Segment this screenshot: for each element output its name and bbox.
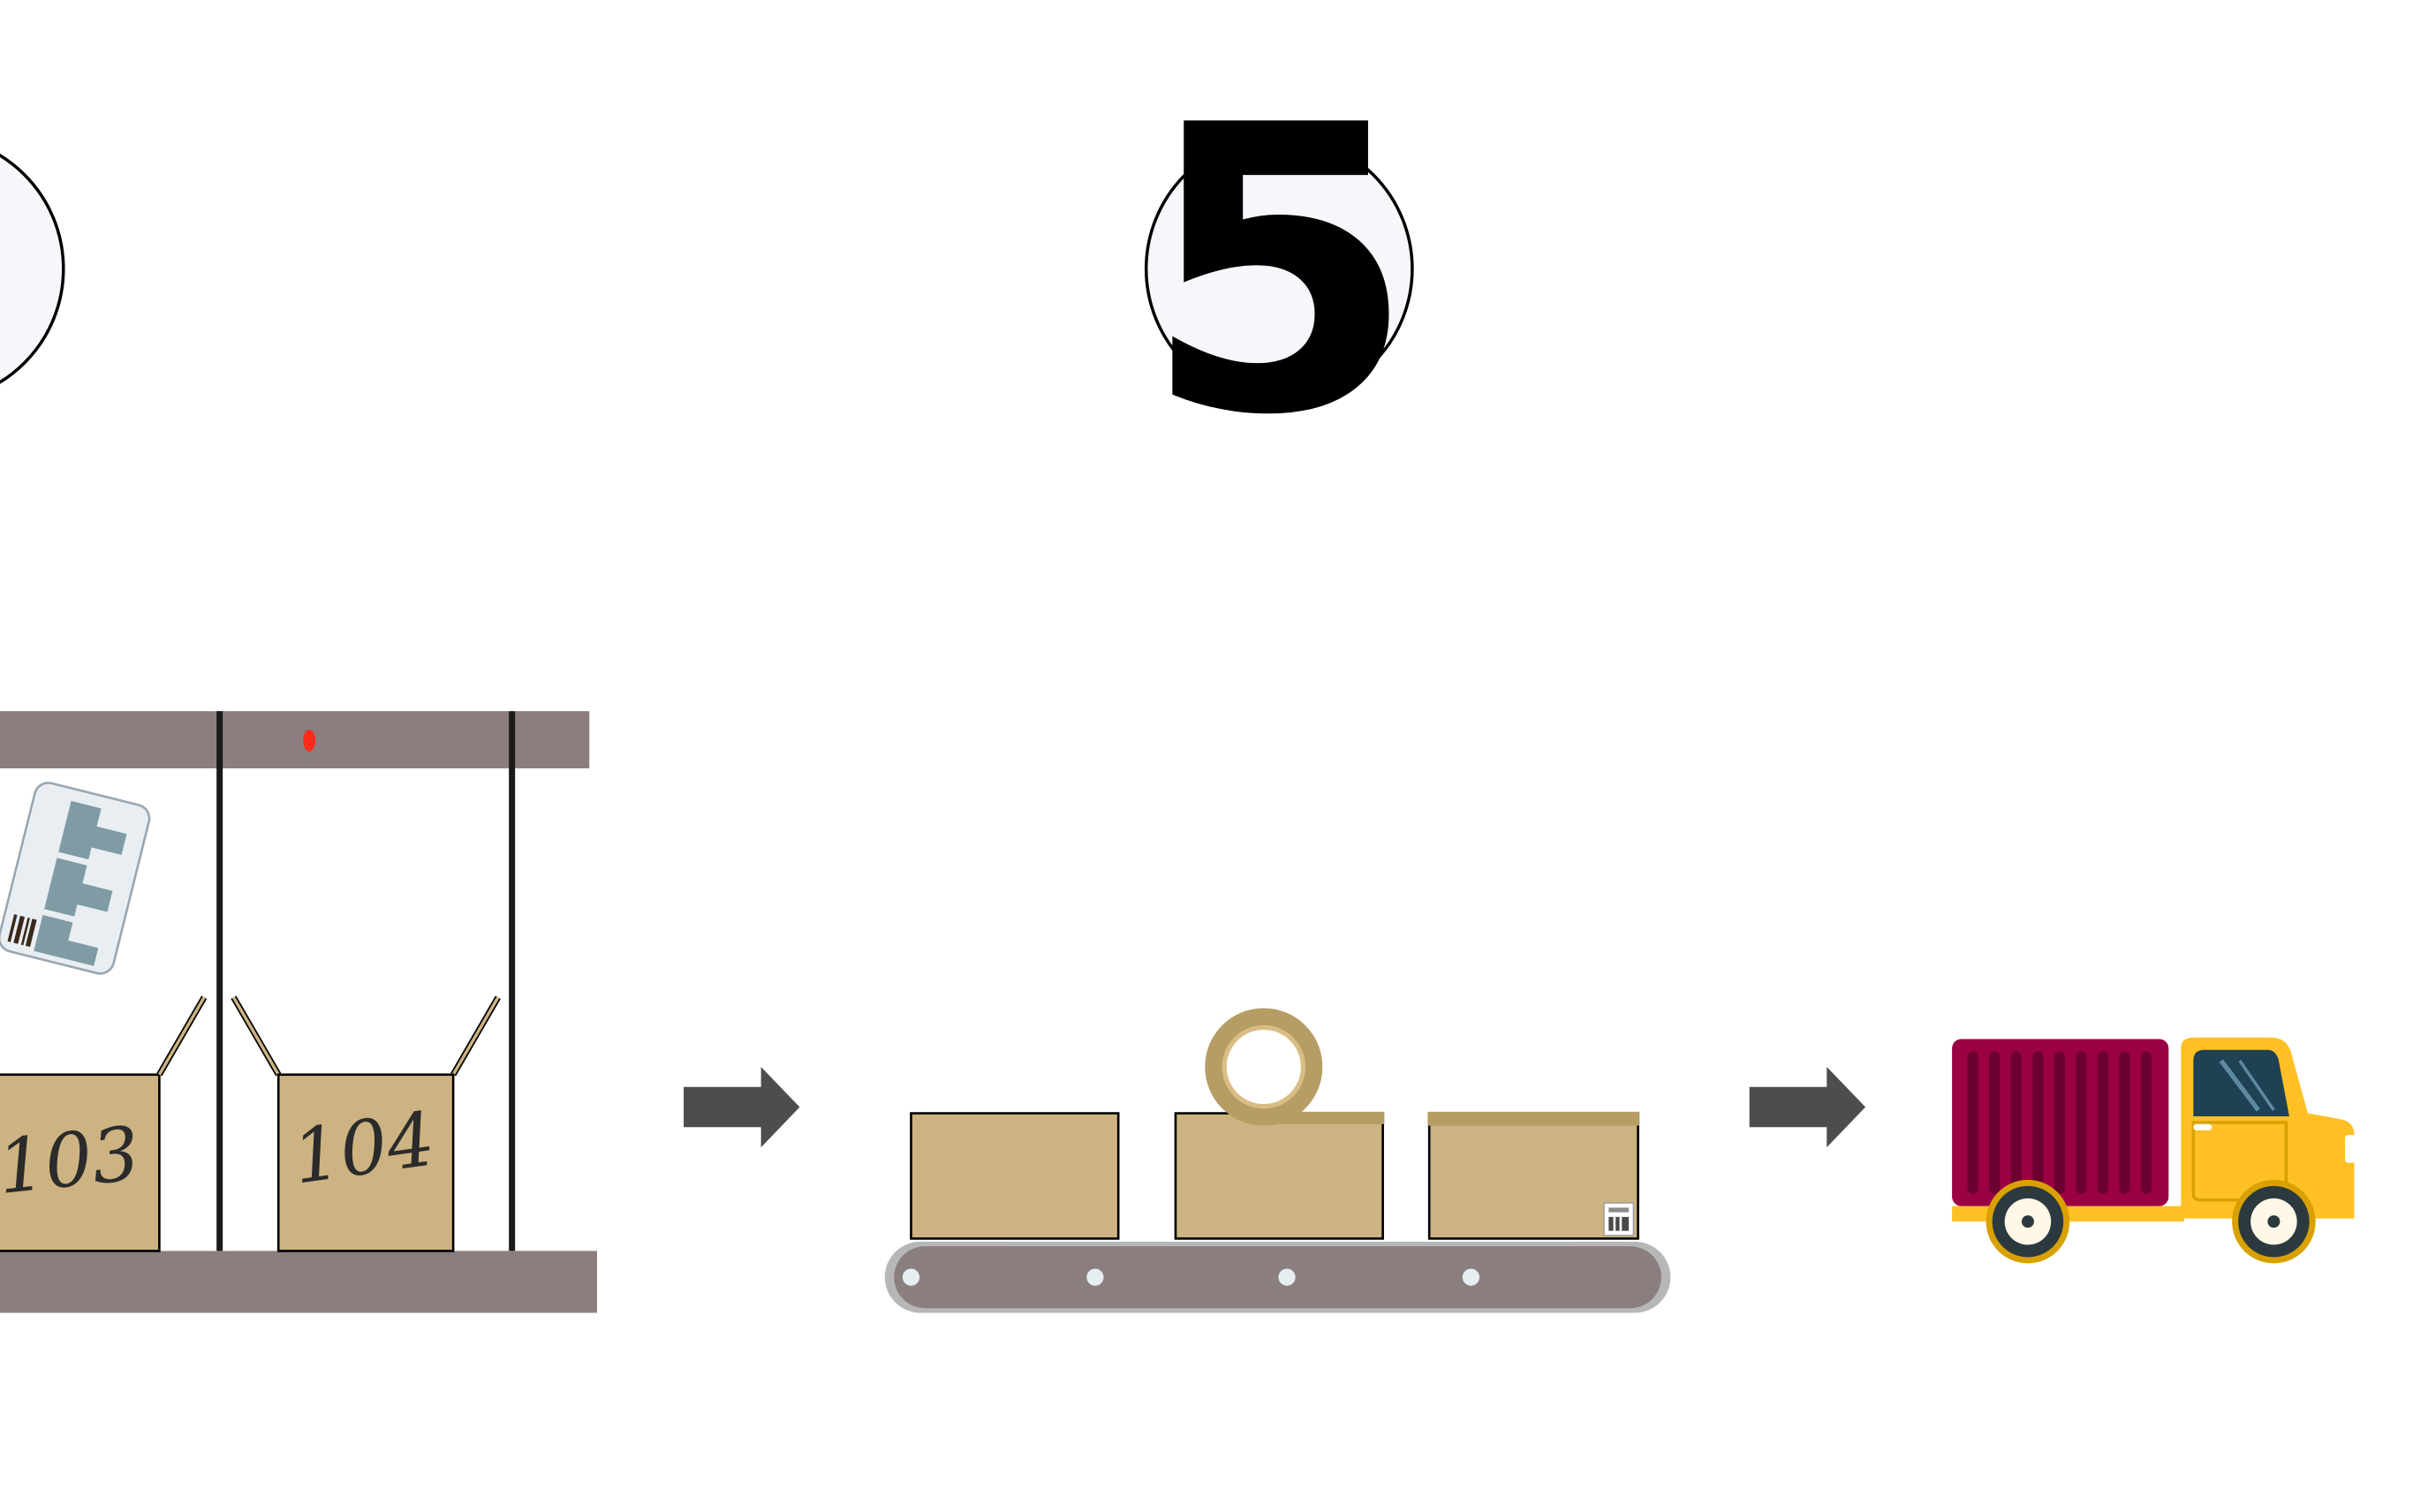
sealed-box: [1427, 1111, 1640, 1240]
packing-station: 103 104: [0, 711, 597, 1313]
belt-roller: [1278, 1268, 1296, 1286]
box-104: 104: [231, 995, 501, 1252]
step-number: 5: [1142, 42, 1417, 502]
delivery-truck-icon: [1952, 1037, 2356, 1264]
tape-roll-icon: [1205, 1008, 1323, 1126]
rfid-tag-icon: [0, 782, 151, 975]
step-badge-circle: [1144, 133, 1414, 404]
belt-roller: [1086, 1268, 1104, 1286]
belt-surface: [894, 1246, 1661, 1309]
conveyor-belt: [884, 1241, 1671, 1313]
tape-strip: [1427, 1111, 1640, 1126]
belt-roller: [1462, 1268, 1480, 1286]
truck-rear-wheel: [1986, 1179, 2070, 1264]
truck-front-wheel: [2232, 1179, 2316, 1264]
arrow-right-icon: [1749, 1067, 1866, 1148]
open-box: [910, 1112, 1120, 1240]
sensor-light-icon: [303, 730, 316, 752]
box-label-104: 104: [287, 1095, 439, 1200]
step-5-badge: 5: [1142, 42, 1417, 502]
arrow-right-icon: [684, 1067, 800, 1148]
box-103: 103: [0, 995, 208, 1252]
box-label-103: 103: [0, 1110, 144, 1211]
top-shelf: [0, 711, 590, 769]
taping-box: [1174, 1008, 1385, 1240]
truck-window: [2193, 1049, 2289, 1117]
barcode-label-icon: [1603, 1202, 1635, 1236]
belt-roller: [902, 1268, 920, 1286]
bottom-shelf: [0, 1251, 597, 1313]
previous-step-badge: [0, 154, 65, 384]
